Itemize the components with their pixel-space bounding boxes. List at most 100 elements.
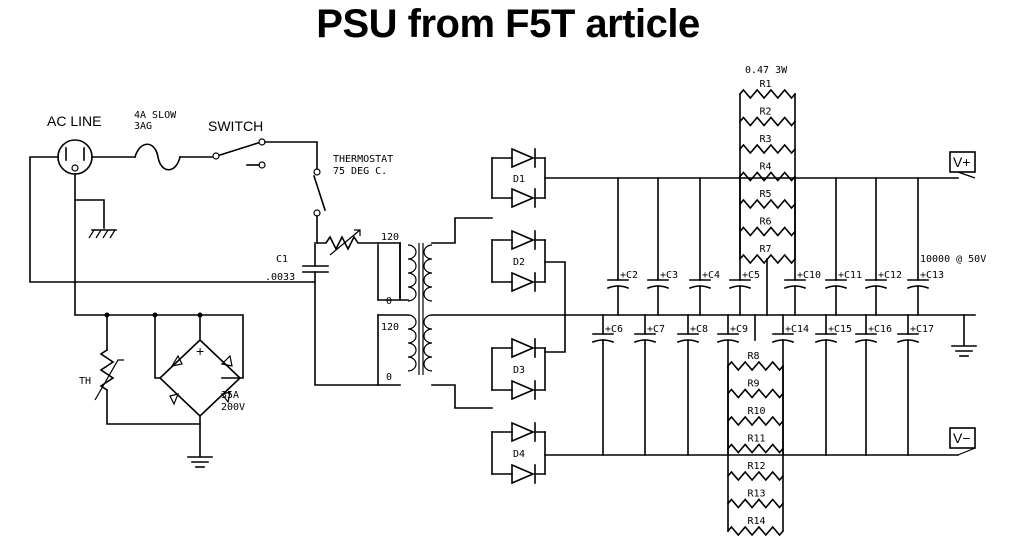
resistor-r9 — [726, 388, 785, 399]
resistor-r8 — [726, 360, 785, 372]
fuse-rating-label: 4A SLOW — [134, 110, 177, 121]
diode-label: D2 — [513, 257, 525, 268]
bridge-plus-label: + — [196, 343, 204, 359]
diode-pair-d1: D1 — [491, 147, 546, 209]
ac-line-socket — [57, 139, 93, 175]
capacitor-c12: +C12 — [864, 177, 902, 316]
resistor-r1 — [738, 88, 797, 100]
resistor-rating-label: 0.47 3W — [745, 65, 788, 76]
th-label: TH — [79, 376, 91, 387]
cap-plus: + — [690, 324, 696, 335]
capacitor-c9: +C9 — [716, 314, 748, 456]
ground-symbol-main — [951, 345, 977, 357]
cap-plus: + — [868, 324, 874, 335]
page-title: PSU from F5T article — [316, 2, 700, 46]
capacitor-c5: +C5 — [728, 177, 760, 316]
diode-pair-d4: D4 — [491, 421, 546, 485]
ac-line-label: AC LINE — [47, 113, 101, 129]
cap-plus: + — [838, 270, 844, 281]
cap-plus: + — [660, 270, 666, 281]
capacitor-c15: +C15 — [814, 314, 852, 456]
resistor-label: R14 — [748, 516, 766, 527]
cap-rating-label: 10000 @ 50V — [920, 254, 986, 265]
capacitor-c16: +C16 — [854, 314, 892, 456]
vplus-terminal — [949, 151, 976, 179]
cap-label: C13 — [926, 270, 944, 281]
cap-plus: + — [920, 270, 926, 281]
thermistor-th — [94, 348, 124, 401]
resistor-label: R8 — [748, 351, 760, 362]
cap-label: C15 — [834, 324, 852, 335]
resistor-r5 — [738, 198, 797, 210]
cap-label: C6 — [611, 324, 623, 335]
resistor-label: R12 — [748, 461, 766, 472]
cap-plus: + — [647, 324, 653, 335]
capacitor-c2: +C2 — [606, 177, 638, 316]
diode-pair-d2: D2 — [491, 229, 546, 293]
xfmr-sec-bot-label: 0 — [386, 372, 392, 383]
resistor-label: R10 — [748, 406, 766, 417]
cap-label: C5 — [748, 270, 760, 281]
cap-label: C9 — [736, 324, 748, 335]
resistor-label: R9 — [748, 379, 760, 390]
cap-plus: + — [785, 324, 791, 335]
capacitor-c13: +C13 — [906, 177, 944, 316]
capacitor-c11: +C11 — [824, 177, 862, 316]
diode-label: D1 — [513, 174, 525, 185]
resistor-label: R7 — [760, 244, 772, 255]
switch-lever — [218, 141, 260, 157]
resistor-label: R5 — [760, 189, 772, 200]
fuse-type-label: 3AG — [134, 121, 152, 132]
cap-label: C14 — [791, 324, 809, 335]
resistor-label: R11 — [748, 434, 766, 445]
resistor-label: R3 — [760, 134, 772, 145]
cap-plus: + — [620, 270, 626, 281]
xfmr-pri-top-label: 120 — [381, 232, 399, 243]
resistor-r6 — [738, 226, 797, 237]
cap-plus: + — [878, 270, 884, 281]
cap-plus: + — [730, 324, 736, 335]
resistor-label: R6 — [760, 217, 772, 228]
cap-label: C8 — [696, 324, 708, 335]
resistor-r10 — [726, 415, 785, 427]
cap-plus: + — [828, 324, 834, 335]
capacitor-c10: +C10 — [783, 177, 821, 316]
cap-label: C16 — [874, 324, 892, 335]
cap-label: C3 — [666, 270, 678, 281]
resistor-label: R4 — [760, 162, 772, 173]
resistor-r13 — [726, 498, 785, 509]
resistor-r11 — [726, 443, 785, 454]
bridge-voltage-label: 200V — [221, 402, 245, 413]
capacitor-c8: +C8 — [676, 314, 708, 456]
ground-symbol-bridge — [187, 456, 213, 468]
c1-value-label: .0033 — [265, 272, 295, 283]
thermostat-label: THERMOSTAT — [333, 154, 393, 165]
capacitor-c4: +C4 — [688, 177, 720, 316]
resistor-r3 — [738, 143, 797, 155]
thermostat-contact — [312, 174, 327, 212]
transformer — [377, 242, 433, 386]
vminus-terminal — [949, 427, 976, 456]
resistor-r12 — [726, 470, 785, 482]
vminus-label: V− — [953, 430, 971, 446]
resistor-label: R1 — [760, 79, 772, 90]
capacitor-c17: +C17 — [896, 314, 934, 456]
xfmr-pri-bot-label: 0 — [386, 296, 392, 307]
bridge-rating-label: 35A — [221, 390, 239, 401]
cap-label: C10 — [803, 270, 821, 281]
cap-plus: + — [742, 270, 748, 281]
cap-label: C7 — [653, 324, 665, 335]
variable-resistor — [316, 229, 379, 256]
capacitor-c1 — [302, 265, 329, 273]
cap-label: C17 — [916, 324, 934, 335]
c1-label: C1 — [276, 254, 288, 265]
diode-label: D3 — [513, 365, 525, 376]
capacitor-c3: +C3 — [646, 177, 678, 316]
switch-label: SWITCH — [208, 118, 263, 134]
fuse-symbol — [134, 143, 181, 171]
cap-plus: + — [910, 324, 916, 335]
diode-pair-d3: D3 — [491, 337, 546, 401]
